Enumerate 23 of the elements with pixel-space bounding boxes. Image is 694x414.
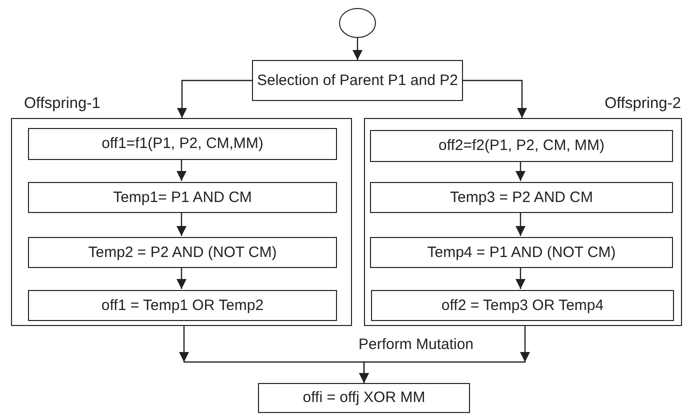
arrow: [463, 80, 527, 118]
process-box: off1=f1(P1, P2, CM,MM): [28, 128, 337, 160]
arrow: [359, 326, 526, 383]
arrow: [516, 212, 526, 236]
process-box: Temp3 = P2 AND CM: [370, 182, 673, 213]
process-box: Temp4 = P1 AND (NOT CM): [370, 237, 673, 268]
arrow: [176, 159, 186, 181]
process-box: Selection of Parent P1 and P2: [252, 60, 463, 101]
arrow: [176, 212, 186, 236]
process-box: off1 = Temp1 OR Temp2: [28, 290, 337, 321]
arrow: [352, 38, 362, 60]
process-box: Temp2 = P2 AND (NOT CM): [28, 237, 337, 268]
arrow: [177, 80, 252, 118]
group-heading: Offspring-2: [604, 95, 681, 113]
process-box: Temp1= P1 AND CM: [28, 182, 337, 213]
group-heading: Offspring-1: [24, 95, 100, 113]
process-box: offi = offj XOR MM: [258, 383, 470, 413]
arrow: [516, 267, 526, 289]
start-circle: [339, 8, 376, 38]
process-box: off2 = Temp3 OR Temp4: [371, 290, 674, 321]
arrow: [176, 267, 186, 289]
process-box: off2=f2(P1, P2, CM, MM): [370, 130, 673, 162]
arrow: [516, 161, 526, 181]
